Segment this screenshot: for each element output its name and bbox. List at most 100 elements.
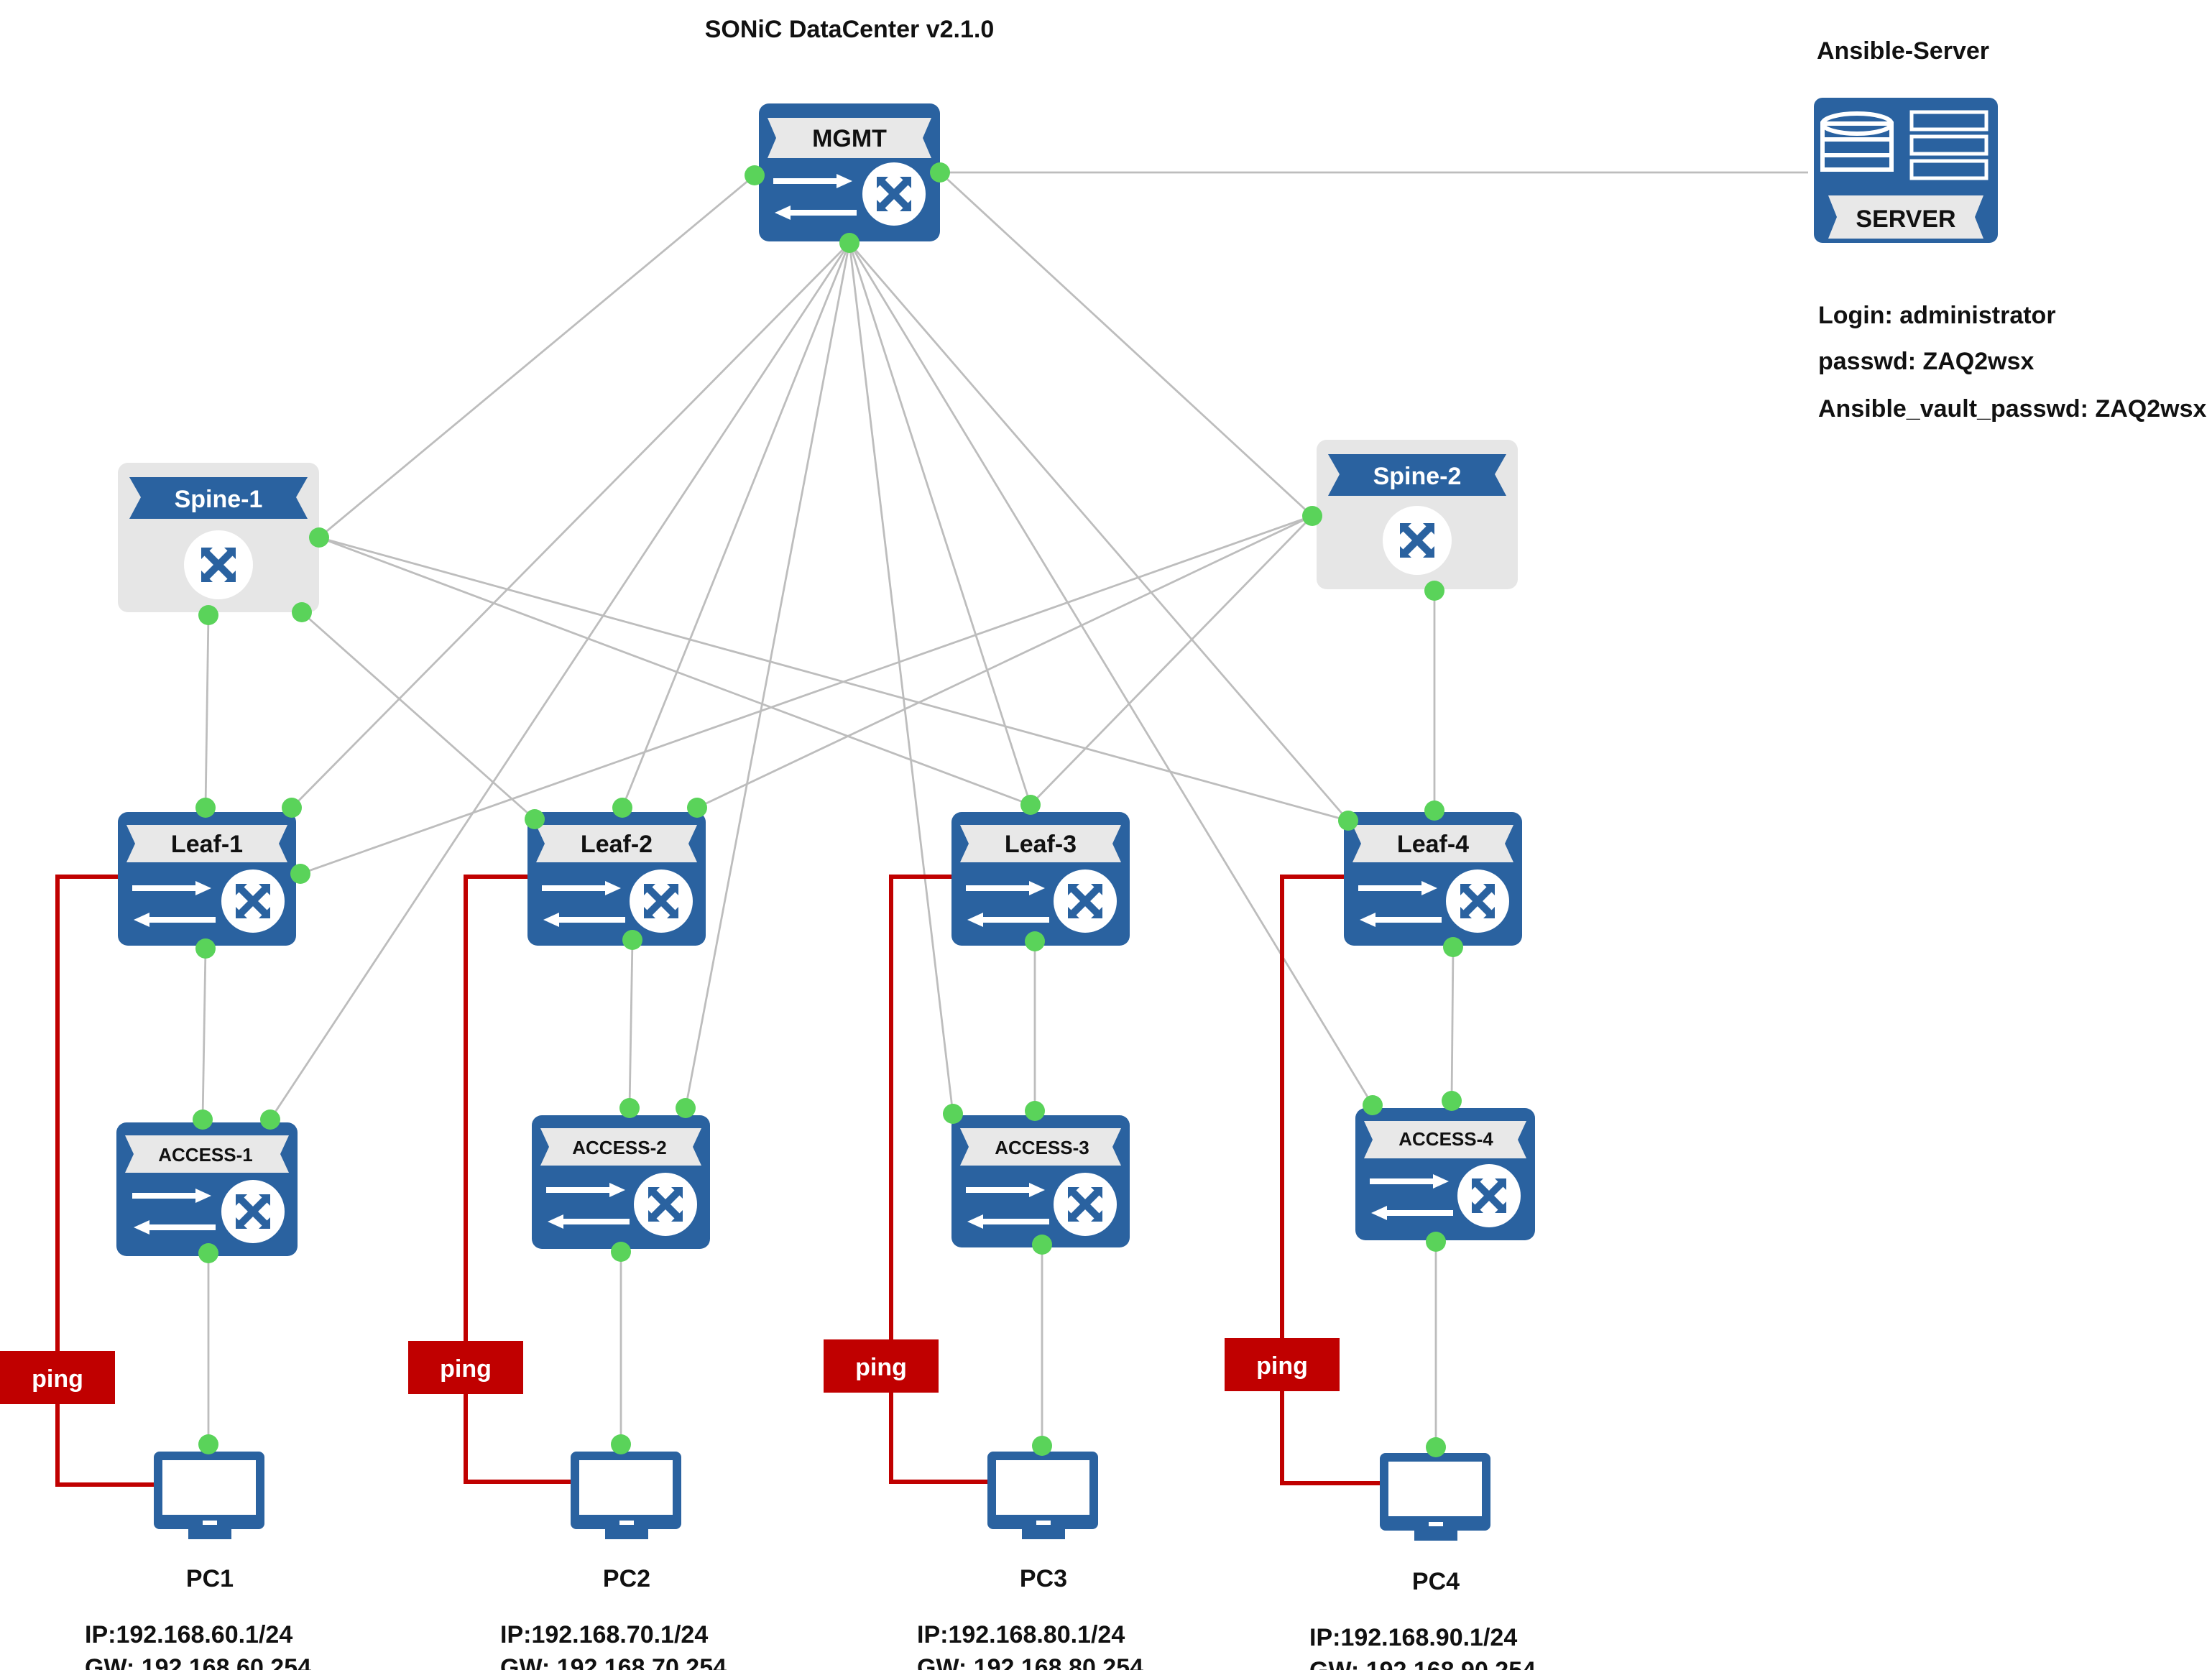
ping-path-4 xyxy=(1280,875,1383,1485)
ansible-vault-passwd: Ansible_vault_passwd: ZAQ2wsx xyxy=(1818,395,2206,423)
server-label: SERVER xyxy=(1856,206,1955,233)
port-dot xyxy=(198,1434,218,1454)
link-mgmt-leaf1 xyxy=(291,242,850,808)
pc2-ip: IP:192.168.70.1/24 xyxy=(500,1621,708,1648)
port-dots xyxy=(193,162,1463,1457)
switch-icon xyxy=(862,162,926,226)
pc3-name: PC3 xyxy=(1020,1565,1067,1592)
leaf-1-switch[interactable]: Leaf-1 xyxy=(118,812,296,946)
spine-2-switch[interactable]: Spine-2 xyxy=(1317,440,1518,589)
leaf-3-switch[interactable]: Leaf-3 xyxy=(951,812,1130,946)
access-1-label: ACCESS-1 xyxy=(158,1144,252,1166)
leaf-2-label: Leaf-2 xyxy=(581,831,653,858)
access-4-switch[interactable]: ACCESS-4 xyxy=(1355,1108,1535,1240)
port-dot xyxy=(260,1110,280,1130)
link-leaf1-access1 xyxy=(201,948,207,1120)
link-spine2-leaf2 xyxy=(696,515,1313,809)
port-dot xyxy=(525,809,545,829)
pc2-name: PC2 xyxy=(603,1565,650,1592)
port-dot xyxy=(1338,811,1358,831)
pc1-ip: IP:192.168.60.1/24 xyxy=(85,1621,292,1648)
port-dot xyxy=(943,1104,963,1124)
switch-icon xyxy=(634,1173,697,1236)
ping-box-3[interactable]: ping xyxy=(824,1339,939,1393)
link-spine1-leaf1 xyxy=(204,614,210,808)
switch-icon xyxy=(221,1180,285,1243)
port-dot xyxy=(1424,581,1444,601)
switch-icon xyxy=(1054,1173,1117,1236)
port-dot xyxy=(309,527,329,548)
mgmt-label: MGMT xyxy=(812,125,887,152)
port-dot xyxy=(198,605,218,625)
switch-icon xyxy=(187,533,250,596)
ping-label-4: ping xyxy=(1256,1352,1308,1380)
switch-icon xyxy=(1386,509,1449,572)
switch-icon xyxy=(630,869,693,933)
link-spine1-leaf3 xyxy=(318,536,1031,806)
ping-label-2: ping xyxy=(440,1355,492,1383)
port-dot xyxy=(930,162,950,183)
ping-path-3 xyxy=(889,875,992,1484)
switch-icon xyxy=(221,869,285,933)
link-spine1-leaf4 xyxy=(318,536,1349,822)
spine-1-switch[interactable]: Spine-1 xyxy=(118,463,319,612)
pc1-gw: GW: 192.168.60.254 xyxy=(85,1654,311,1670)
port-dot xyxy=(195,938,216,959)
spine-1-label: Spine-1 xyxy=(175,486,263,513)
pc2-monitor-icon[interactable] xyxy=(571,1452,681,1539)
port-dot xyxy=(1032,1436,1052,1456)
link-spine1-leaf2 xyxy=(301,611,535,821)
leaf-4-switch[interactable]: Leaf-4 xyxy=(1344,812,1522,946)
port-dot xyxy=(1363,1095,1383,1115)
port-dot xyxy=(193,1110,213,1130)
switch-icon xyxy=(1054,869,1117,933)
port-dot xyxy=(282,798,302,818)
ansible-server[interactable]: SERVER xyxy=(1814,98,1998,243)
link-mgmt-access3 xyxy=(848,242,954,1115)
pc4-monitor-icon[interactable] xyxy=(1380,1453,1490,1541)
link-leaf4-access4 xyxy=(1450,946,1455,1102)
link-mgmt-spine2 xyxy=(939,171,1313,517)
ping-box-4[interactable]: ping xyxy=(1225,1338,1340,1391)
ping-box-2[interactable]: ping xyxy=(408,1341,523,1394)
pc4-name: PC4 xyxy=(1412,1568,1460,1595)
access-2-switch[interactable]: ACCESS-2 xyxy=(532,1115,710,1249)
port-dot xyxy=(619,1098,640,1118)
pc3-gw: GW: 192.168.80.254 xyxy=(917,1654,1143,1670)
link-spine2-leaf1 xyxy=(300,515,1313,875)
port-dot xyxy=(1426,1232,1446,1252)
ping-label-1: ping xyxy=(32,1365,83,1393)
pc4-gw: GW: 192.168.90.254 xyxy=(1309,1657,1536,1670)
leaf-4-label: Leaf-4 xyxy=(1397,831,1469,858)
access-3-switch[interactable]: ACCESS-3 xyxy=(951,1115,1130,1247)
pc3-ip: IP:192.168.80.1/24 xyxy=(917,1621,1125,1648)
port-dot xyxy=(1032,1235,1052,1255)
link-mgmt-leaf2 xyxy=(621,242,851,808)
port-dot xyxy=(1025,1101,1045,1121)
pc1-name: PC1 xyxy=(186,1565,234,1592)
link-mgmt-access2 xyxy=(684,242,851,1109)
leaf-1-label: Leaf-1 xyxy=(171,831,243,858)
port-dot xyxy=(611,1242,631,1262)
mgmt-switch[interactable]: MGMT xyxy=(759,103,940,241)
ping-label-3: ping xyxy=(855,1354,907,1381)
leaf-2-switch[interactable]: Leaf-2 xyxy=(527,812,706,946)
port-dot xyxy=(611,1434,631,1454)
access-4-label: ACCESS-4 xyxy=(1398,1128,1493,1150)
ping-box-1[interactable]: ping xyxy=(0,1351,115,1404)
pc3-monitor-icon[interactable] xyxy=(987,1452,1098,1539)
access-1-switch[interactable]: ACCESS-1 xyxy=(116,1122,298,1256)
spine-2-label: Spine-2 xyxy=(1373,463,1462,490)
link-spine2-leaf3 xyxy=(1029,515,1314,806)
pc1-monitor-icon[interactable] xyxy=(154,1452,264,1539)
port-dot xyxy=(292,602,312,622)
link-mgmt-leaf3 xyxy=(848,242,1032,806)
port-dot xyxy=(1020,795,1041,815)
link-mgmt-leaf4 xyxy=(848,242,1350,821)
server-icon xyxy=(1820,110,1989,180)
port-dot xyxy=(676,1098,696,1118)
port-dot xyxy=(198,1243,218,1263)
port-dot xyxy=(622,930,642,950)
leaf-3-label: Leaf-3 xyxy=(1005,831,1077,858)
